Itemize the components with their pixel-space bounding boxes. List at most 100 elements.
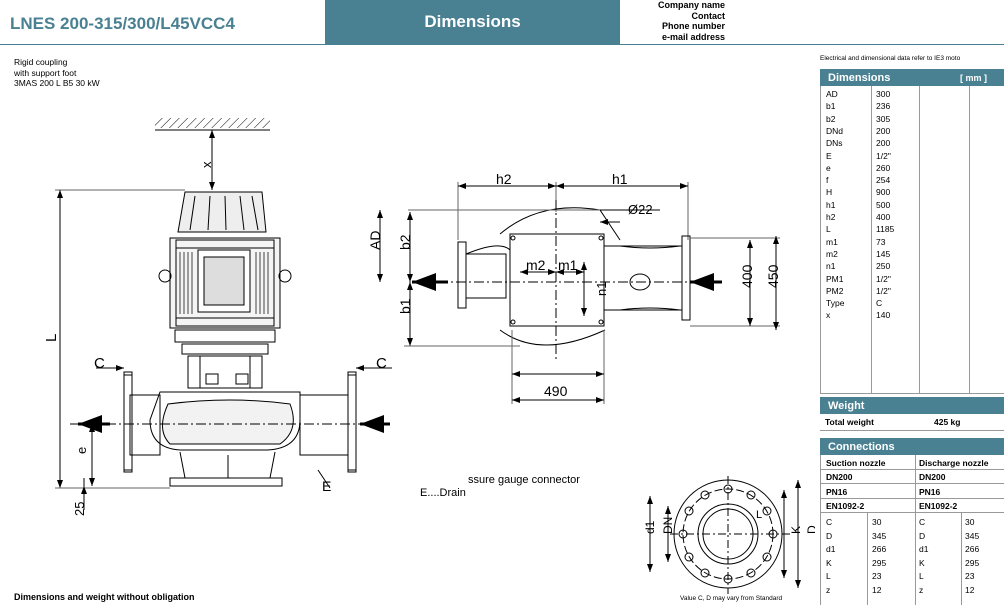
dimension-key: n1 bbox=[826, 261, 836, 272]
dimension-key: H bbox=[826, 187, 833, 198]
dim-label-25: 25 bbox=[72, 502, 87, 516]
dimension-key: b2 bbox=[826, 113, 836, 124]
phone-label: Phone number bbox=[661, 21, 725, 32]
legend-drain: E....Drain bbox=[420, 487, 466, 499]
dim-label-AD: AD bbox=[367, 231, 383, 250]
dimension-row: b2 305 bbox=[821, 113, 1004, 125]
table-divider bbox=[871, 86, 872, 394]
dim-label-phi22: Ø22 bbox=[628, 202, 653, 217]
table-divider bbox=[821, 498, 1004, 499]
dimension-value: 145 bbox=[876, 248, 891, 259]
header-divider bbox=[0, 44, 1004, 45]
company-info: Company name Contact Phone number e-mail… bbox=[620, 0, 725, 42]
table-divider bbox=[961, 513, 962, 605]
dim-label-400: 400 bbox=[739, 264, 755, 288]
pump-description: Rigid coupling with support foot 3MAS 20… bbox=[14, 57, 100, 89]
dimension-key: f bbox=[826, 175, 829, 186]
dimension-value: 250 bbox=[876, 261, 891, 272]
description-line: with support foot bbox=[14, 67, 77, 78]
dimension-value: 305 bbox=[876, 113, 891, 124]
suction-conn-key: K bbox=[826, 557, 832, 568]
suction-conn-key: D bbox=[826, 530, 833, 541]
dimension-row: AD 300 bbox=[821, 88, 1004, 100]
dimensions-panel-title: Dimensions bbox=[828, 71, 891, 84]
suction-conn-key: L bbox=[826, 571, 831, 581]
dimension-key: DNs bbox=[826, 138, 843, 149]
email-label: e-mail address bbox=[661, 31, 725, 42]
weight-panel-header: Weight bbox=[820, 397, 1004, 414]
dimension-value: 73 bbox=[876, 236, 886, 247]
dimension-value: 1/2" bbox=[876, 285, 891, 296]
footer-note: Value C, D may vary from Standard bbox=[680, 595, 783, 602]
dim-label-b1: b1 bbox=[397, 298, 413, 314]
flange-label-DN: DN bbox=[661, 517, 675, 534]
dimension-value: 1/2" bbox=[876, 150, 891, 161]
dimension-value: 400 bbox=[876, 212, 891, 222]
flange-label-D: D bbox=[805, 525, 815, 534]
dimension-key: L bbox=[826, 224, 831, 235]
table-divider bbox=[915, 455, 916, 605]
suction-conn-value: 30 bbox=[872, 517, 882, 527]
connections-panel-title: Connections bbox=[828, 440, 895, 453]
dimension-row: m1 73 bbox=[821, 236, 1004, 248]
discharge-conn-key: D bbox=[919, 530, 926, 541]
dimension-row: h2 400 bbox=[821, 211, 1004, 223]
dimension-key: PM2 bbox=[826, 285, 844, 296]
dim-label-m1: m1 bbox=[558, 257, 578, 273]
dimension-row: x 140 bbox=[821, 309, 1004, 321]
discharge-conn-key: L bbox=[919, 571, 924, 581]
dimension-key: m1 bbox=[826, 236, 838, 247]
dim-label-h2: h2 bbox=[496, 171, 512, 187]
suction-conn-value: 345 bbox=[872, 530, 887, 541]
contact-label: Contact bbox=[691, 10, 726, 21]
dimension-value: 900 bbox=[876, 187, 891, 198]
suction-std: EN1092-2 bbox=[826, 501, 865, 511]
section-title: Dimensions bbox=[325, 0, 620, 44]
dimension-value: 1185 bbox=[876, 224, 895, 235]
dimension-row: L 1185 bbox=[821, 223, 1004, 235]
dim-label-490: 490 bbox=[544, 383, 568, 399]
dimension-key: h2 bbox=[826, 212, 836, 222]
dimension-key: m2 bbox=[826, 248, 838, 259]
suction-conn-key: C bbox=[826, 517, 833, 527]
dimension-key: DNd bbox=[826, 125, 844, 136]
connections-table: Suction nozzle DN200 PN16 EN1092-2 Disch… bbox=[820, 455, 1004, 605]
company-name-label: Company name bbox=[657, 0, 725, 10]
description-line: 3MAS 200 L B5 30 kW bbox=[14, 78, 100, 88]
table-divider bbox=[919, 86, 920, 394]
dimension-key: x bbox=[826, 310, 831, 321]
dimension-key: AD bbox=[826, 89, 838, 99]
discharge-title: Discharge nozzle bbox=[919, 458, 989, 468]
suction-title: Suction nozzle bbox=[826, 458, 886, 468]
dimension-value: 200 bbox=[876, 138, 891, 149]
dimension-row: H 900 bbox=[821, 186, 1004, 198]
dimensions-panel-header: Dimensions [ mm ] bbox=[820, 69, 1004, 86]
table-divider bbox=[821, 469, 1004, 470]
discharge-conn-key: K bbox=[919, 557, 925, 568]
flange-label-L: L bbox=[756, 509, 762, 521]
dimension-row: DNs 200 bbox=[821, 137, 1004, 149]
suction-conn-value: 12 bbox=[872, 584, 882, 595]
legend-pressure-gauge: ssure gauge connector bbox=[468, 474, 580, 486]
discharge-dn: DN200 bbox=[919, 472, 946, 482]
dim-label-x: x bbox=[199, 161, 214, 168]
dim-label-b2: b2 bbox=[397, 234, 413, 250]
footer-disclaimer: Dimensions and weight without obligation bbox=[14, 592, 195, 602]
discharge-conn-key: z bbox=[919, 584, 924, 595]
suction-conn-key: d1 bbox=[826, 544, 836, 554]
dimension-value: 500 bbox=[876, 199, 891, 210]
suction-conn-value: 23 bbox=[872, 571, 882, 581]
dimension-row: n1 250 bbox=[821, 260, 1004, 272]
description-line: Rigid coupling bbox=[14, 57, 68, 67]
dim-label-h1: h1 bbox=[612, 171, 628, 187]
dimension-value: 1/2" bbox=[876, 273, 891, 284]
dimension-row: PM2 1/2" bbox=[821, 285, 1004, 297]
weight-label: Total weight bbox=[825, 417, 874, 427]
dimension-value: 236 bbox=[876, 101, 891, 112]
dimension-key: E bbox=[826, 150, 832, 161]
dimension-value: 300 bbox=[876, 89, 891, 99]
dimension-key: Type bbox=[826, 298, 845, 309]
dimension-value: 140 bbox=[876, 310, 891, 321]
